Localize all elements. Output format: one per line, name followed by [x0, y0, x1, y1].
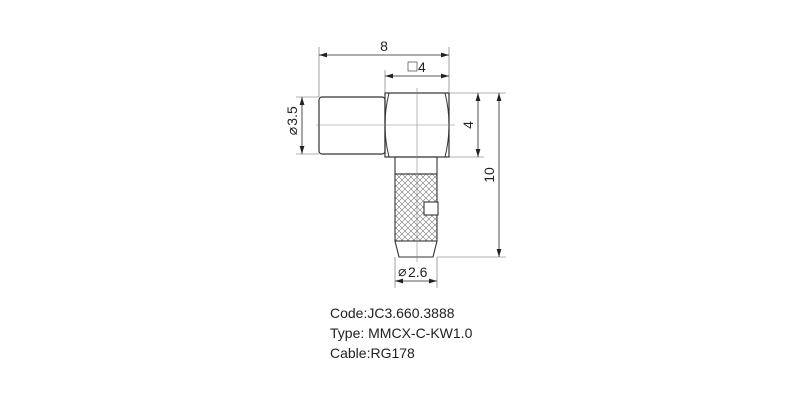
part-info: Code:JC3.660.3888 Type: MMCX-C-KW1.0 Cab…: [330, 303, 472, 363]
diameter-symbol-icon: ⌀: [284, 127, 300, 135]
cable-ferrule: [394, 156, 439, 258]
diameter-symbol-icon: ⌀: [398, 263, 406, 279]
part-type: Type: MMCX-C-KW1.0: [330, 325, 473, 341]
dim-ferrule-diameter: ⌀ 2.6: [398, 263, 428, 280]
svg-text:4: 4: [418, 59, 426, 75]
dim-plug-diameter: ⌀ 3.5: [284, 106, 300, 135]
svg-text:2.6: 2.6: [408, 264, 428, 280]
center-lines: [316, 88, 455, 262]
extension-lines: [296, 47, 506, 288]
plug-body: [318, 96, 386, 155]
dim-body-height: 4: [460, 121, 476, 129]
dimension-lines: [299, 52, 502, 284]
part-code: Code:JC3.660.3888: [330, 305, 455, 321]
dim-overall-length: 8: [380, 38, 388, 54]
dim-overall-height: 10: [481, 167, 497, 183]
part-cable: Cable:RG178: [330, 345, 415, 361]
svg-text:3.5: 3.5: [284, 106, 300, 126]
dim-square-body: 4: [407, 59, 426, 75]
square-symbol-icon: [407, 61, 418, 72]
